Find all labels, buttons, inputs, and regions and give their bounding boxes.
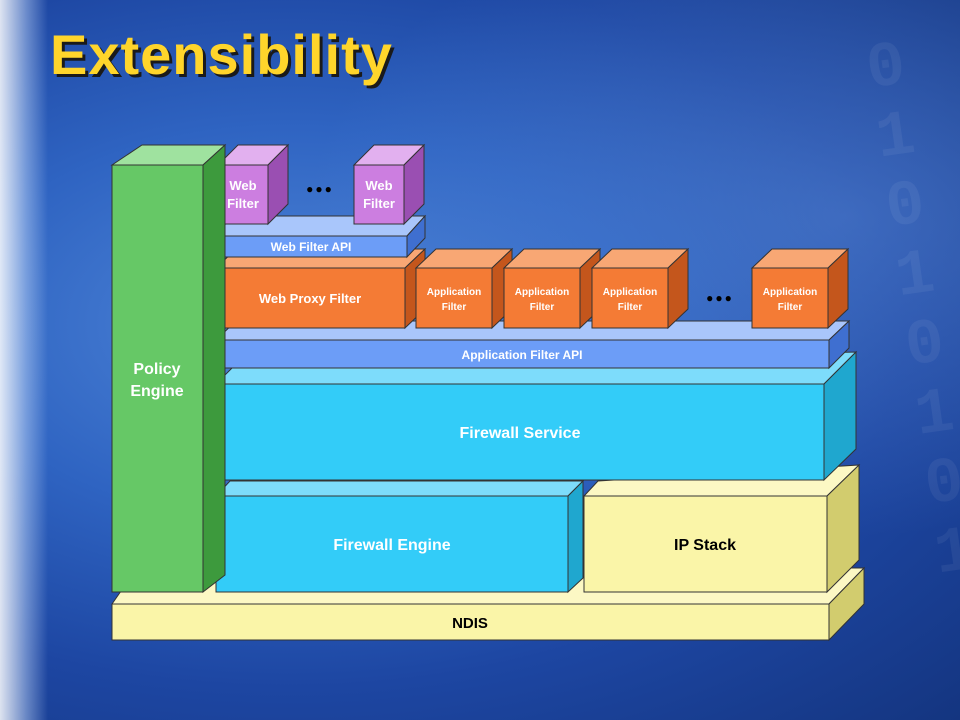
firewall-engine-block: Firewall Engine: [214, 479, 585, 594]
web-filter-label-line2: Filter: [363, 196, 395, 211]
background-left-stripe: [0, 0, 48, 720]
application-filter-box: Application Filter: [502, 247, 602, 330]
web-filter-api-label: Web Filter API: [271, 240, 352, 254]
policy-engine-block: Policy Engine: [110, 143, 227, 594]
ip-stack-label: IP Stack: [674, 537, 736, 554]
application-filter-label-line1: Application: [515, 287, 569, 298]
application-filter-box: Application Filter: [590, 247, 690, 330]
web-filter-label-line1: Web: [229, 178, 256, 193]
application-filter-label-line2: Filter: [778, 302, 803, 313]
application-filter-label-line1: Application: [427, 287, 481, 298]
application-filter-label-line1: Application: [763, 287, 817, 298]
firewall-service-block: Firewall Service: [214, 350, 858, 482]
firewall-service-label: Firewall Service: [460, 425, 581, 442]
web-proxy-filter-block: Web Proxy Filter: [214, 247, 427, 330]
application-filter-api-label: Application Filter API: [462, 348, 583, 362]
slide-title: Extensibility: [50, 23, 393, 86]
application-filter-label-line2: Filter: [530, 302, 555, 313]
ip-stack-block: IP Stack: [582, 463, 861, 594]
application-filter-box: Application Filter: [414, 247, 514, 330]
web-filter-ellipsis: ●●●: [306, 182, 334, 196]
ndis-label: NDIS: [452, 615, 488, 632]
web-filter-label-line2: Filter: [227, 196, 259, 211]
application-filter-box: Application Filter: [750, 247, 850, 330]
web-proxy-filter-label: Web Proxy Filter: [259, 291, 361, 306]
web-filter-box: Web Filter: [216, 143, 290, 226]
policy-engine-label-line1: Policy: [133, 361, 180, 378]
firewall-engine-label: Firewall Engine: [333, 537, 450, 554]
web-filter-box: Web Filter: [352, 143, 426, 226]
application-filter-ellipsis: ●●●: [706, 291, 734, 305]
application-filter-label-line2: Filter: [442, 302, 467, 313]
policy-engine-label-line2: Engine: [130, 383, 183, 400]
application-filter-label-line2: Filter: [618, 302, 643, 313]
web-filter-label-line1: Web: [365, 178, 392, 193]
application-filter-label-line1: Application: [603, 287, 657, 298]
